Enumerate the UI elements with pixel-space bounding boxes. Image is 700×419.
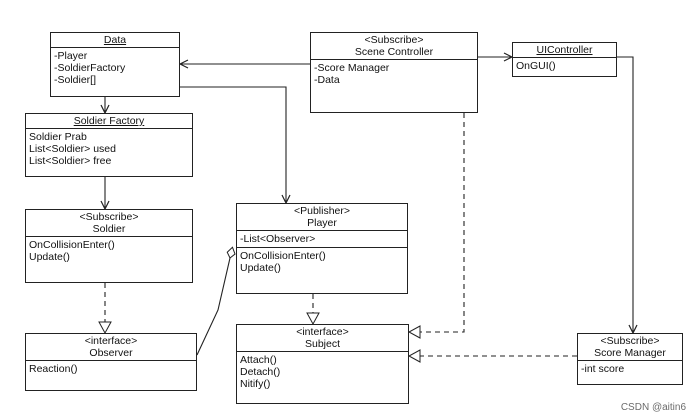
class-soldier-factory-header: Soldier Factory bbox=[26, 114, 192, 129]
class-player-stereotype: <Publisher> bbox=[293, 205, 351, 217]
class-observer-method: Reaction() bbox=[29, 363, 78, 375]
class-player-attributes: -List<Observer> bbox=[237, 231, 407, 248]
class-player-name: Player bbox=[307, 217, 337, 229]
class-uicontroller-header: UIController bbox=[513, 43, 616, 58]
class-player-method: Update() bbox=[240, 262, 281, 274]
class-soldier-header: <Subscribe> Soldier bbox=[26, 210, 192, 237]
class-soldier-factory-attributes: Soldier Prab List<Soldier> used List<Sol… bbox=[26, 129, 192, 169]
class-score-manager: <Subscribe> Score Manager -int score bbox=[577, 333, 683, 385]
class-score-manager-header: <Subscribe> Score Manager bbox=[578, 334, 682, 361]
class-data-attributes: -Player -SoldierFactory -Soldier[] bbox=[51, 48, 179, 88]
class-score-manager-attributes: -int score bbox=[578, 361, 682, 377]
class-scene-controller-attribute: -Score Manager bbox=[314, 62, 390, 74]
class-soldier-name: Soldier bbox=[92, 223, 126, 235]
class-uicontroller: UIController OnGUI() bbox=[512, 42, 617, 77]
class-subject-methods: Attach() Detach() Nitify() bbox=[237, 352, 408, 392]
class-scene-controller-attributes: -Score Manager -Data bbox=[311, 60, 477, 88]
class-score-manager-stereotype: <Subscribe> bbox=[600, 335, 660, 347]
class-soldier-methods: OnCollisionEnter() Update() bbox=[26, 237, 192, 265]
class-data-attribute: -SoldierFactory bbox=[54, 62, 126, 74]
class-data-attribute: -Player bbox=[54, 50, 88, 62]
class-observer-methods: Reaction() bbox=[26, 361, 196, 377]
class-player-method: OnCollisionEnter() bbox=[240, 250, 326, 262]
class-subject-header: <interface> Subject bbox=[237, 325, 408, 352]
class-observer-name: Observer bbox=[89, 347, 133, 359]
class-data-attribute: -Soldier[] bbox=[54, 74, 97, 86]
class-data-header: Data bbox=[51, 33, 179, 48]
class-data: Data -Player -SoldierFactory -Soldier[] bbox=[50, 32, 180, 97]
class-subject-name: Subject bbox=[304, 338, 341, 350]
class-scene-controller-name: Scene Controller bbox=[354, 46, 434, 58]
class-uicontroller-method: OnGUI() bbox=[516, 60, 556, 72]
class-observer: <interface> Observer Reaction() bbox=[25, 333, 197, 391]
class-subject-stereotype: <interface> bbox=[296, 326, 349, 338]
uicontroller-to-score-manager-association bbox=[617, 56, 633, 333]
class-scene-controller: <Subscribe> Scene Controller -Score Mana… bbox=[310, 32, 478, 113]
class-data-name: Data bbox=[103, 34, 127, 46]
class-soldier-factory-attribute: Soldier Prab bbox=[29, 131, 87, 143]
class-observer-header: <interface> Observer bbox=[26, 334, 196, 361]
class-soldier-factory: Soldier Factory Soldier Prab List<Soldie… bbox=[25, 113, 193, 177]
class-subject-method: Attach() bbox=[240, 354, 277, 366]
class-soldier-factory-name: Soldier Factory bbox=[73, 115, 145, 127]
class-observer-stereotype: <interface> bbox=[84, 335, 138, 347]
class-scene-controller-attribute: -Data bbox=[314, 74, 340, 86]
class-subject: <interface> Subject Attach() Detach() Ni… bbox=[236, 324, 409, 404]
class-soldier-stereotype: <Subscribe> bbox=[79, 211, 139, 223]
class-soldier-factory-attribute: List<Soldier> free bbox=[29, 155, 112, 167]
class-player: <Publisher> Player -List<Observer> OnCol… bbox=[236, 203, 408, 294]
class-player-methods: OnCollisionEnter() Update() bbox=[237, 248, 407, 276]
class-player-header: <Publisher> Player bbox=[237, 204, 407, 231]
data-to-player-association bbox=[180, 86, 286, 203]
class-scene-controller-stereotype: <Subscribe> bbox=[364, 34, 424, 46]
class-score-manager-name: Score Manager bbox=[594, 347, 666, 359]
class-soldier-method: Update() bbox=[29, 251, 70, 263]
class-subject-method: Detach() bbox=[240, 366, 281, 378]
class-soldier: <Subscribe> Soldier OnCollisionEnter() U… bbox=[25, 209, 193, 283]
class-score-manager-attribute: -int score bbox=[581, 363, 625, 375]
class-scene-controller-header: <Subscribe> Scene Controller bbox=[311, 33, 477, 60]
scene-controller-realizes-subject bbox=[407, 113, 465, 339]
watermark-label: CSDN @aitin6 bbox=[620, 402, 686, 413]
class-soldier-method: OnCollisionEnter() bbox=[29, 239, 115, 251]
class-subject-method: Nitify() bbox=[240, 378, 271, 390]
class-uicontroller-name: UIController bbox=[536, 44, 593, 56]
class-uicontroller-members: OnGUI() bbox=[513, 58, 616, 74]
class-soldier-factory-attribute: List<Soldier> used bbox=[29, 143, 116, 155]
observer-to-player-aggregation bbox=[196, 246, 236, 356]
class-player-attribute: -List<Observer> bbox=[240, 233, 316, 245]
